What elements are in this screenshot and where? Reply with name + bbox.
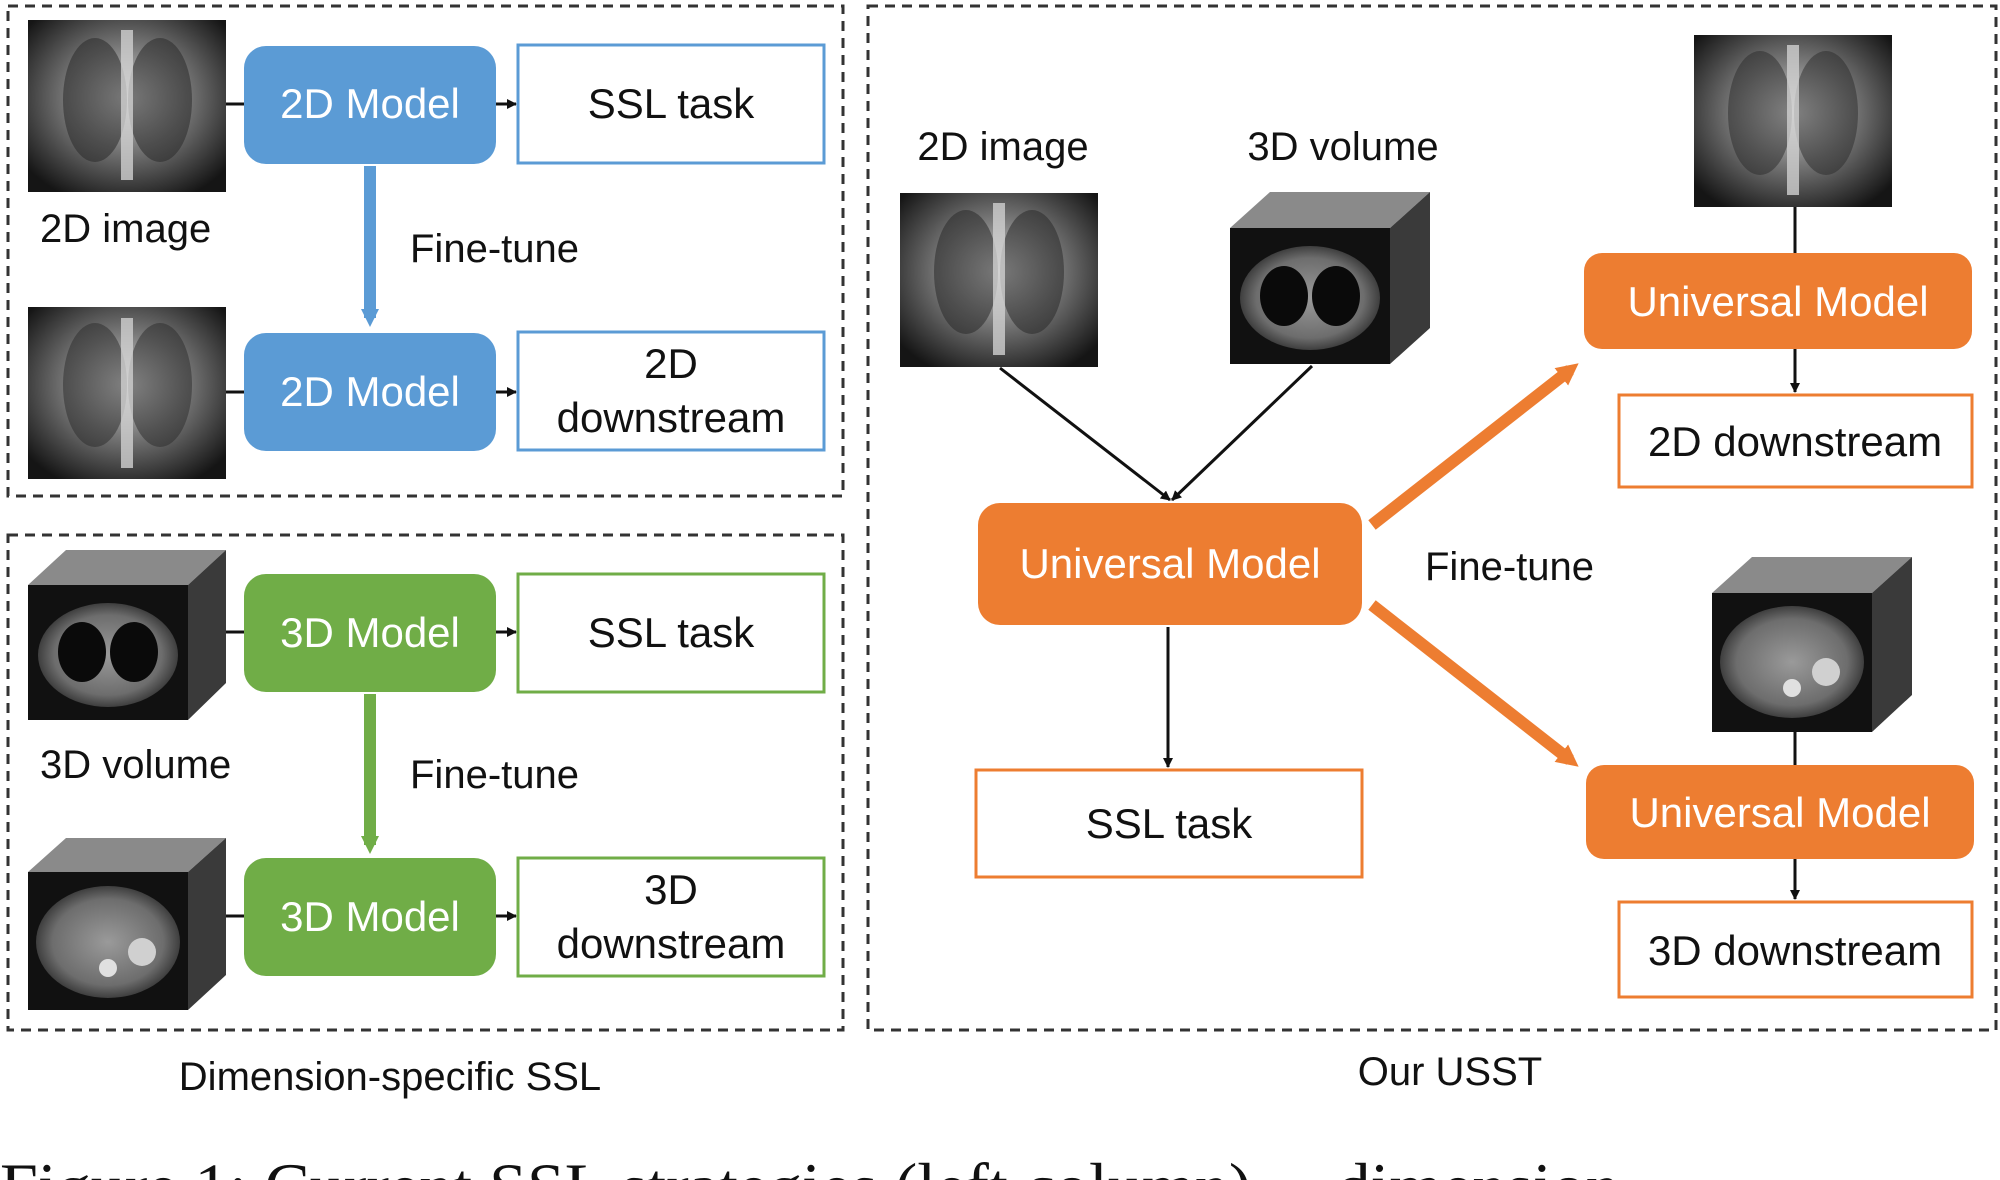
xray-image-bottom: [28, 307, 226, 479]
ct-volume-chest-right: [1230, 192, 1430, 364]
universal-model-center-label: Universal Model: [1019, 540, 1320, 587]
downstream-3d-line2: downstream: [557, 920, 786, 967]
downstream-2d-box: [516, 330, 826, 452]
right-caption: Our USST: [1358, 1050, 1542, 1094]
figure-caption-partial: Figure 1: Current SSL strategies (left c…: [0, 1149, 1671, 1180]
left-caption: Dimension-specific SSL: [179, 1055, 601, 1099]
xray-image-right-input: [900, 193, 1098, 367]
universal-model-top: [1584, 253, 1972, 349]
model-3d-bottom-label: 3D Model: [280, 893, 460, 940]
ssl-task-universal-label: SSL task: [1086, 800, 1254, 847]
ct-volume-abdomen-left: [28, 838, 226, 1010]
model-3d-top-label: 3D Model: [280, 609, 460, 656]
model-2d-bottom-label: 2D Model: [280, 368, 460, 415]
downstream-2d-line1: 2D: [644, 340, 698, 387]
universal-model-bottom: [1586, 765, 1974, 859]
universal-model-bottom-label: Universal Model: [1629, 789, 1930, 836]
downstream-3d-universal-box: [1617, 900, 1974, 999]
model-2d-top-label: 2D Model: [280, 80, 460, 127]
downstream-2d-line2: downstream: [557, 394, 786, 441]
model-2d-bottom: [244, 333, 496, 451]
right-panel: [866, 4, 1998, 1032]
ct-volume-chest-left: [28, 550, 226, 720]
xray-image-top: [28, 20, 226, 192]
volume-3d-label-right: 3D volume: [1247, 125, 1438, 169]
downstream-3d-box: [516, 856, 826, 978]
xray-image-right-output: [1694, 35, 1892, 207]
ssl-task-2d-label: SSL task: [588, 80, 756, 127]
ssl-task-universal-box: [974, 768, 1364, 879]
downstream-2d-universal-label: 2D downstream: [1648, 418, 1942, 465]
downstream-3d-universal-label: 3D downstream: [1648, 927, 1942, 974]
model-2d-top: [244, 46, 496, 164]
fine-tune-universal-label: Fine-tune: [1425, 545, 1594, 589]
fine-tune-arrow-to-3d: [1368, 600, 1579, 767]
image-2d-label-left: 2D image: [40, 207, 211, 251]
left-top-panel: [6, 4, 845, 498]
ct-volume-abdomen-right: [1712, 557, 1912, 732]
model-3d-top: [244, 574, 496, 692]
downstream-3d-line1: 3D: [644, 866, 698, 913]
fine-tune-2d-label: Fine-tune: [410, 227, 579, 271]
universal-model-top-label: Universal Model: [1627, 278, 1928, 325]
volume-3d-label-left: 3D volume: [40, 743, 231, 787]
fine-tune-arrow-to-2d: [1368, 363, 1579, 530]
image-2d-label-right: 2D image: [917, 125, 1088, 169]
downstream-2d-universal-box: [1617, 393, 1974, 489]
model-3d-bottom: [244, 858, 496, 976]
ssl-task-3d-label: SSL task: [588, 609, 756, 656]
ssl-task-3d-box: [516, 572, 826, 694]
fine-tune-3d-label: Fine-tune: [410, 753, 579, 797]
left-bottom-panel: [6, 533, 845, 1032]
universal-model-center: [978, 503, 1362, 625]
ssl-task-2d-box: [516, 43, 826, 165]
